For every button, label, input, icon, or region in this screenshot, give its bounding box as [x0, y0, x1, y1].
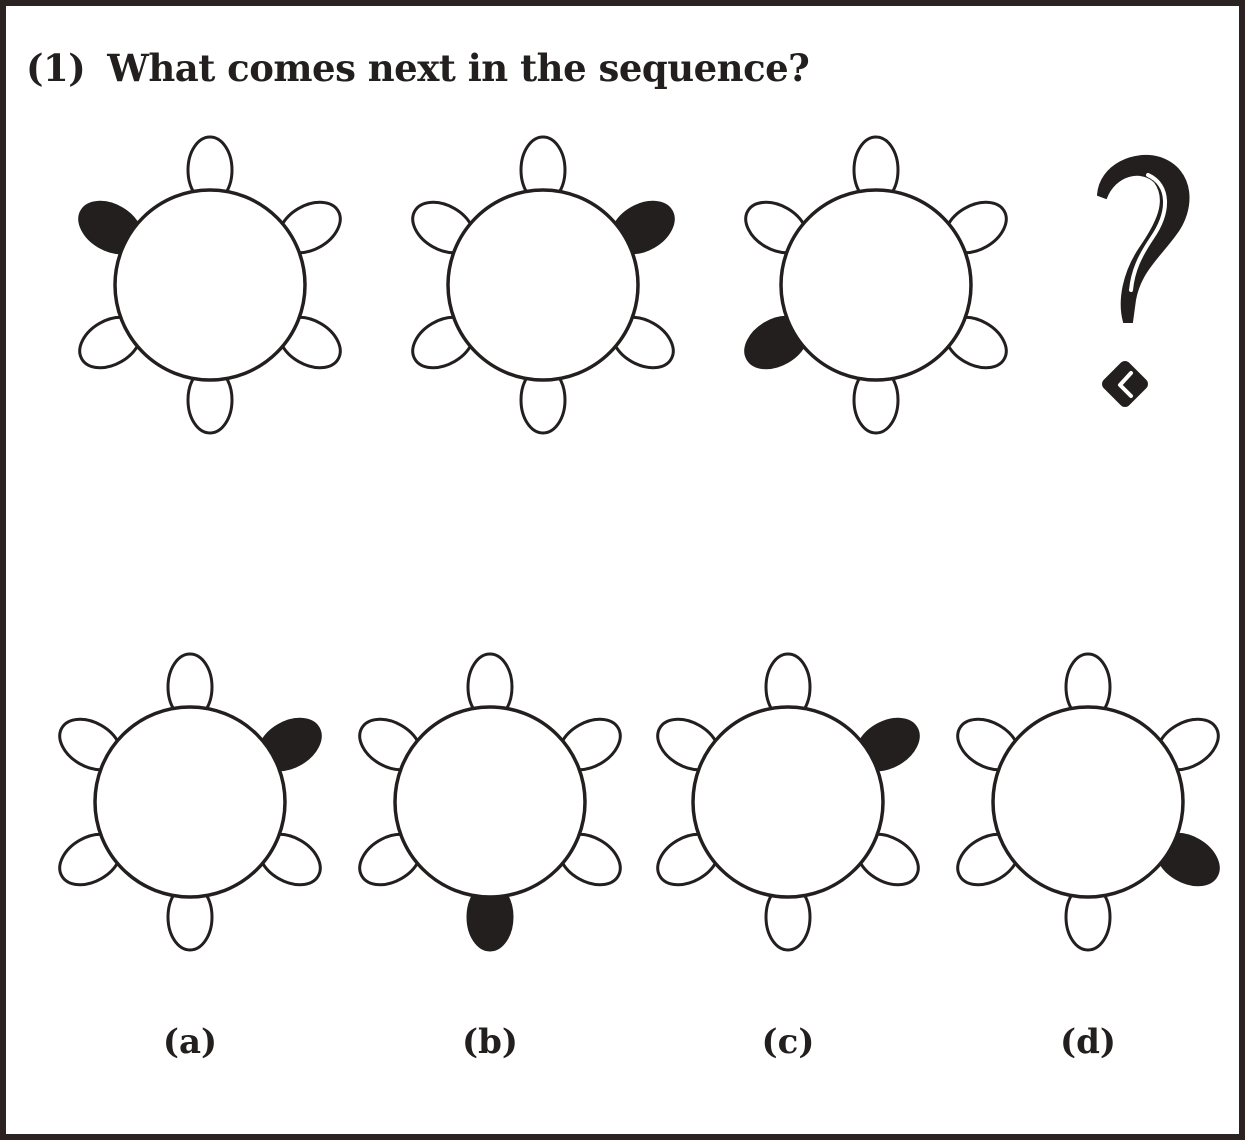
question-mark-icon [1096, 154, 1190, 407]
flower-center [93, 705, 287, 899]
option-label-3: (c) [761, 1022, 815, 1062]
flower-center [991, 705, 1185, 899]
sequence-row [78, 135, 1008, 435]
sequence-figure-2 [411, 135, 675, 435]
option-figure-1 [58, 652, 322, 952]
flower-center [691, 705, 885, 899]
option-label-1: (a) [162, 1022, 218, 1062]
option-figure-3 [656, 652, 920, 952]
question-title: (1) What comes next in the sequence? [26, 46, 810, 90]
option-label-2: (b) [462, 1022, 518, 1062]
options-row [58, 652, 1220, 952]
flower-center [446, 188, 640, 382]
flower-center [113, 188, 307, 382]
sequence-figure-3 [744, 135, 1008, 435]
option-figure-2 [358, 652, 622, 952]
option-label-4: (d) [1060, 1022, 1116, 1062]
flower-center [779, 188, 973, 382]
option-figure-4 [956, 652, 1220, 952]
question-number: (1) [26, 46, 86, 90]
flower-center [393, 705, 587, 899]
sequence-figure-1 [78, 135, 342, 435]
question-text: What comes next in the sequence? [107, 46, 810, 90]
